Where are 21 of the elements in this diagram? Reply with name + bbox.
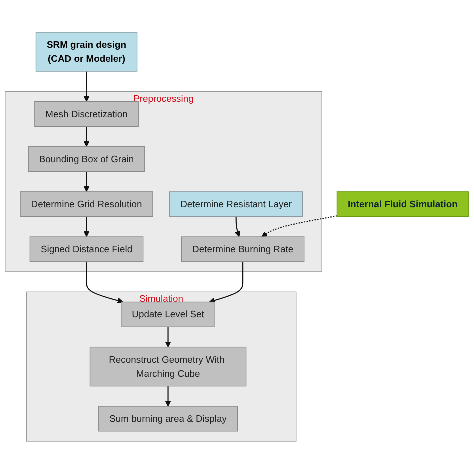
arrow bbox=[84, 126, 90, 148]
node-box: Sum burning area & Display bbox=[98, 406, 238, 432]
arrow bbox=[234, 216, 241, 238]
arrow bbox=[209, 262, 244, 304]
arrow bbox=[165, 327, 172, 348]
node-box: Determine Grid Resolution bbox=[20, 192, 154, 218]
node-box: Signed Distance Field bbox=[30, 236, 144, 262]
node-box: Internal Fluid Simulation bbox=[336, 192, 469, 218]
node-box: Bounding Box of Grain bbox=[28, 146, 146, 172]
node-box: Determine Burning Rate bbox=[181, 236, 305, 262]
arrow bbox=[86, 262, 124, 304]
arrow bbox=[165, 386, 172, 407]
node-box: Reconstruct Geometry With Marching Cube bbox=[90, 346, 247, 387]
arrow bbox=[84, 216, 90, 238]
node-box: Update Level Set bbox=[121, 302, 216, 328]
node-box: Determine Resistant Layer bbox=[169, 192, 304, 218]
node-box: Mesh Discretization bbox=[34, 101, 139, 128]
arrow bbox=[262, 216, 338, 238]
arrow bbox=[84, 172, 90, 192]
node-box: SRM grain design (CAD or Modeler) bbox=[36, 32, 138, 72]
arrow bbox=[84, 72, 90, 102]
